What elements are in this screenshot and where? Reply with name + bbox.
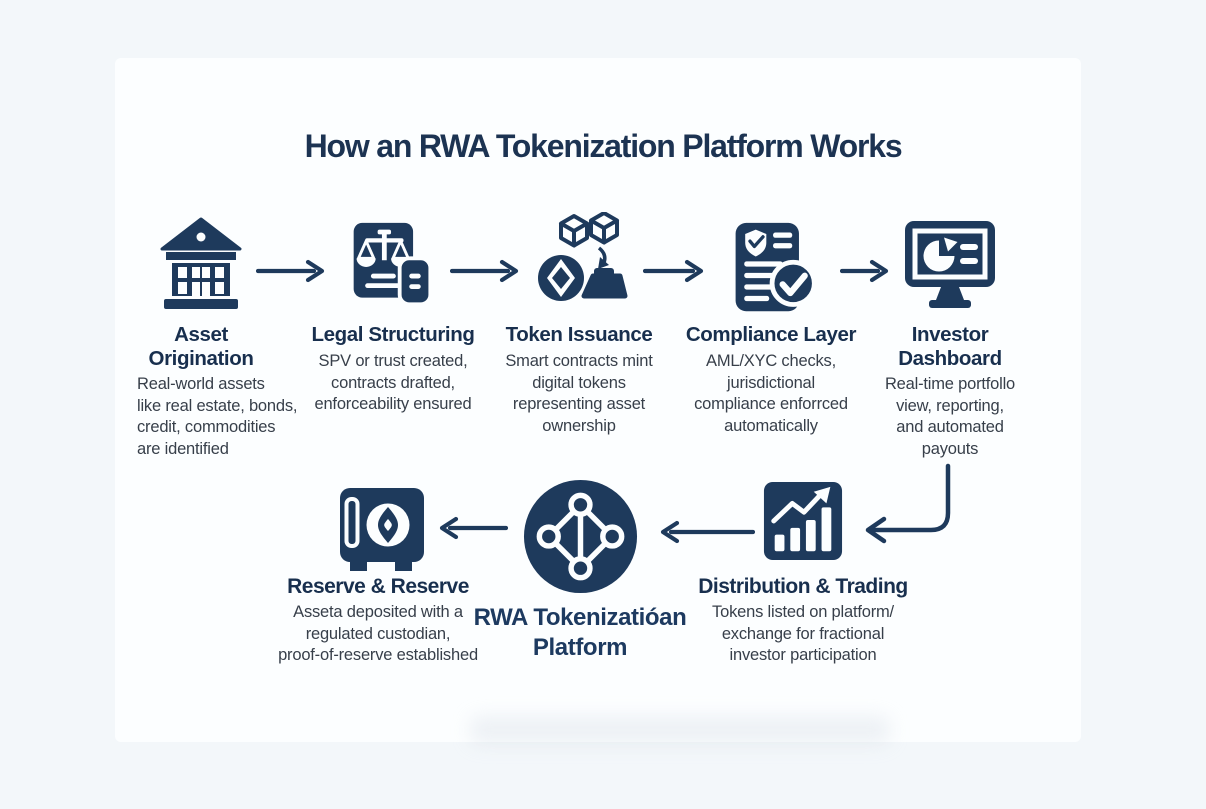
arrow-right-icon xyxy=(840,257,892,285)
node-title-distribution: Distribution & Trading xyxy=(698,575,908,598)
document-checkmark-icon xyxy=(726,218,822,320)
bar-chart-icon xyxy=(762,480,844,562)
step-title-token-issuance: Token Issuance xyxy=(505,323,653,346)
step-title-investor-dashboard: Investor Dashboard xyxy=(898,323,1002,370)
faint-watermark-smudge xyxy=(470,716,890,744)
arrow-left-icon xyxy=(432,514,508,542)
node-desc-reserve: Asseta deposited with a regulated custod… xyxy=(278,603,478,664)
network-nodes-icon xyxy=(521,477,640,596)
step-desc-asset-origination: Real-world assets like real estate, bond… xyxy=(137,375,298,458)
background-panel xyxy=(115,58,1081,742)
bank-icon xyxy=(158,216,244,312)
step-title-legal-structuring: Legal Structuring xyxy=(311,323,475,346)
arrow-right-icon xyxy=(256,257,328,285)
step-title-asset-origination: Asset Origination xyxy=(148,323,254,370)
step-desc-token-issuance: Smart contracts mint digital tokens repr… xyxy=(505,352,653,435)
arrow-right-icon xyxy=(450,257,522,285)
step-desc-investor-dashboard: Real-time portfollo view, reporting, and… xyxy=(884,375,1016,458)
dashboard-monitor-icon xyxy=(902,216,998,318)
arrow-left-icon xyxy=(653,518,755,546)
step-desc-compliance-layer: AML/XYC checks, jurisdictional complianc… xyxy=(694,352,848,435)
node-title-reserve: Reserve & Reserve xyxy=(287,575,469,598)
vault-icon xyxy=(331,486,427,578)
step-desc-legal-structuring: SPV or trust created, contracts drafted,… xyxy=(314,352,472,413)
node-title-platform: RWA Tokenizatióan Platform xyxy=(473,604,687,661)
page-title: How an RWA Tokenization Platform Works xyxy=(304,128,903,164)
elbow-connector-arrow xyxy=(856,458,960,548)
node-desc-distribution: Tokens listed on platform/ exchange for … xyxy=(712,603,894,664)
step-title-compliance-layer: Compliance Layer xyxy=(685,323,857,346)
scales-document-icon xyxy=(346,220,438,312)
cubes-coin-icon xyxy=(536,212,630,314)
arrow-right-icon xyxy=(643,257,707,285)
